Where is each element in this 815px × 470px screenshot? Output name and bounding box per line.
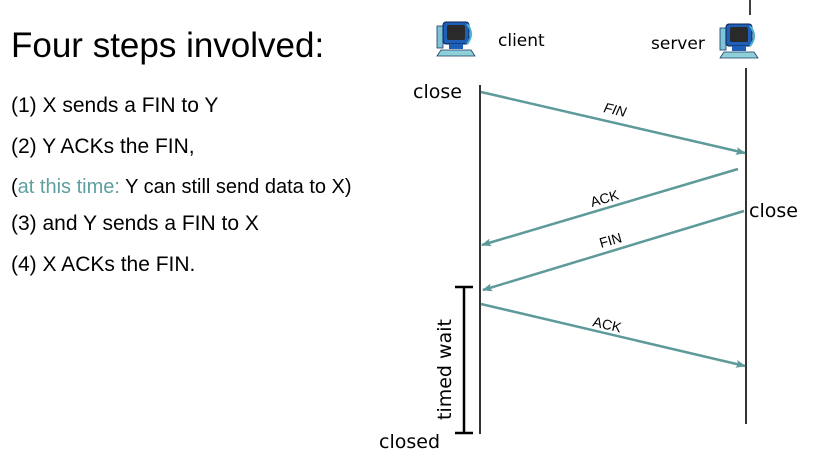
note-rest: Y can still send data to X) bbox=[119, 176, 352, 198]
step-4: (4) X ACKs the FIN. bbox=[11, 253, 196, 276]
message-label-ack-2: ACK bbox=[591, 313, 623, 335]
timed-wait-label: timed wait bbox=[434, 319, 456, 420]
message-arrow-ack-2 bbox=[480, 302, 746, 368]
server-close-label: close bbox=[749, 200, 798, 222]
message-label-fin-1: FIN bbox=[602, 99, 628, 120]
message-label-ack-1: ACK bbox=[588, 186, 621, 209]
message-arrow-fin-2 bbox=[482, 209, 745, 292]
client-label: client bbox=[498, 31, 545, 51]
step-3: (3) and Y sends a FIN to X bbox=[11, 212, 259, 235]
server-label: server bbox=[651, 34, 705, 54]
closed-label: closed bbox=[379, 431, 440, 453]
step-2-note: (at this time: Y can still send data to … bbox=[11, 175, 352, 199]
step-2: (2) Y ACKs the FIN, bbox=[11, 135, 195, 158]
client-close-label: close bbox=[413, 81, 462, 103]
server-computer-icon bbox=[719, 23, 759, 59]
client-computer-icon bbox=[436, 21, 476, 57]
message-arrow-ack-1 bbox=[481, 167, 739, 247]
message-label-fin-2: FIN bbox=[597, 229, 623, 251]
note-highlight: at this time: bbox=[17, 176, 120, 198]
message-arrow-fin-1 bbox=[480, 90, 746, 155]
note-open-paren: ( bbox=[11, 176, 18, 198]
slide-title: Four steps involved: bbox=[11, 26, 325, 65]
step-1: (1) X sends a FIN to Y bbox=[11, 94, 219, 117]
